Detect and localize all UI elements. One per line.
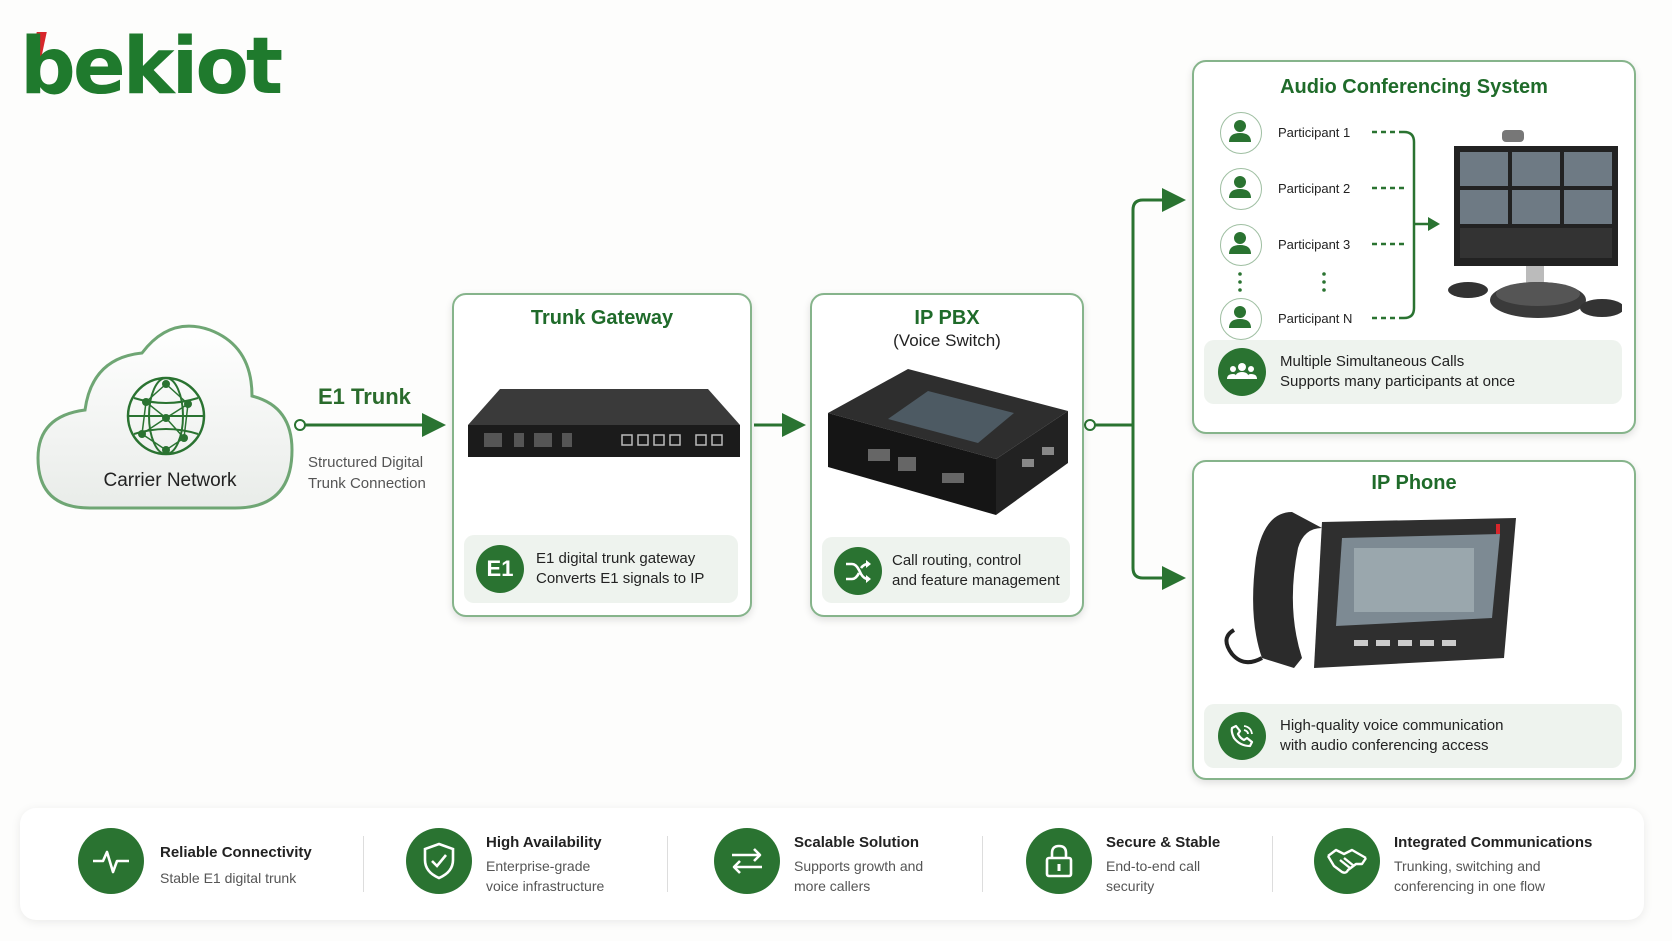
participant-n-avatar-icon (1220, 298, 1262, 340)
feature-4-desc: End-to-end call security (1106, 856, 1200, 896)
feature-5-line1: Trunking, switching and (1394, 858, 1541, 874)
ip-phone-card: IP Phone High-quality voice communicatio… (1192, 460, 1636, 780)
e1-trunk-title: E1 Trunk (318, 384, 411, 409)
trunk-gateway-info-text: E1 digital trunk gateway Converts E1 sig… (536, 549, 704, 589)
feature-4-line2: security (1106, 878, 1155, 894)
conferencing-info: Multiple Simultaneous Calls Supports man… (1204, 340, 1622, 404)
feature-2-desc: Enterprise-grade voice infrastructure (486, 856, 604, 896)
ip-pbx-info: Call routing, control and feature manage… (822, 537, 1070, 603)
handshake-icon (1314, 828, 1380, 894)
feature-divider (363, 836, 364, 892)
feature-divider (667, 836, 668, 892)
group-users-icon (1218, 348, 1266, 396)
feature-2-line2: voice infrastructure (486, 878, 605, 894)
feature-3-desc: Supports growth and more callers (794, 856, 923, 896)
ip-pbx-info-text: Call routing, control and feature manage… (892, 551, 1060, 591)
trunk-gateway-info-line2: Converts E1 signals to IP (536, 570, 705, 587)
feature-4-line1: End-to-end call (1106, 858, 1201, 874)
feature-5-desc: Trunking, switching and conferencing in … (1394, 856, 1545, 896)
trunk-gateway-info: E1 E1 digital trunk gateway Converts E1 … (464, 535, 738, 603)
participant-3-avatar-icon (1220, 224, 1262, 266)
trunk-gateway-device (468, 389, 740, 457)
conferencing-info-text: Multiple Simultaneous Calls Supports man… (1280, 352, 1515, 392)
feature-3-title: Scalable Solution (794, 834, 920, 851)
participant-n-label: Participant N (1278, 311, 1353, 326)
ip-phone-info-line2: with audio conferencing access (1280, 737, 1489, 754)
shuffle-routing-icon (834, 547, 882, 595)
ip-pbx-info-line2: and feature management (892, 572, 1060, 589)
audio-conferencing-card: Audio Conferencing System Participant 1 … (1192, 60, 1636, 434)
trunk-gateway-title: Trunk Gateway (530, 307, 674, 329)
feature-integrated-communications: Integrated Communications Trunking, swit… (1314, 808, 1634, 920)
e1-trunk-subtitle-line2: Trunk Connection (308, 475, 426, 492)
feature-reliable-connectivity: Reliable Connectivity Stable E1 digital … (78, 808, 358, 920)
ip-pbx-title: IP PBX (914, 307, 980, 329)
feature-secure-stable: Secure & Stable End-to-end call security (1026, 808, 1266, 920)
feature-2-title: High Availability (486, 834, 602, 851)
participant-1-avatar-icon (1220, 112, 1262, 154)
feature-4-title: Secure & Stable (1106, 834, 1221, 851)
feature-1-title: Reliable Connectivity (160, 844, 312, 861)
participant-2-avatar-icon (1220, 168, 1262, 210)
feature-3-line2: more callers (794, 878, 871, 894)
e1-trunk-subtitle: Structured Digital Trunk Connection (308, 452, 468, 494)
shield-check-icon (406, 828, 472, 894)
lock-icon (1026, 828, 1092, 894)
feature-divider (1272, 836, 1273, 892)
participant-figures (1229, 120, 1251, 328)
conference-display-equipment (1448, 130, 1622, 318)
ip-phone-title: IP Phone (1371, 472, 1457, 494)
ip-phone-info: High-quality voice communication with au… (1204, 704, 1622, 768)
feature-scalable-solution: Scalable Solution Supports growth and mo… (714, 808, 984, 920)
pulse-icon (78, 828, 144, 894)
participant-3-label: Participant 3 (1278, 237, 1351, 252)
ip-phone-device (1224, 512, 1516, 668)
ip-phone-info-line1: High-quality voice communication (1280, 717, 1504, 734)
phone-handset-icon (1218, 712, 1266, 760)
feature-1-desc: Stable E1 digital trunk (160, 868, 296, 888)
feature-divider (982, 836, 983, 892)
ip-pbx-device (828, 369, 1068, 515)
feature-1-line1: Stable E1 digital trunk (160, 870, 297, 886)
ip-pbx-info-line1: Call routing, control (892, 552, 1022, 569)
participant-1-label: Participant 1 (1278, 125, 1351, 140)
participant-connector-lines (1238, 130, 1440, 320)
feature-3-line1: Supports growth and (794, 858, 924, 874)
globe-network-icon (126, 376, 206, 456)
swap-arrows-icon (714, 828, 780, 894)
e1-badge-icon: E1 (476, 545, 524, 593)
trunk-gateway-info-line1: E1 digital trunk gateway (536, 550, 696, 567)
conferencing-info-desc: Supports many participants at once (1280, 373, 1516, 390)
e1-trunk-subtitle-line1: Structured Digital (308, 454, 424, 471)
feature-5-title: Integrated Communications (1394, 834, 1593, 851)
feature-2-line1: Enterprise-grade (486, 858, 591, 874)
ip-pbx-subtitle: (Voice Switch) (893, 331, 1001, 350)
feature-high-availability: High Availability Enterprise-grade voice… (406, 808, 676, 920)
brand-logo: bekiot (20, 22, 283, 112)
feature-5-line2: conferencing in one flow (1394, 878, 1545, 894)
conferencing-title: Audio Conferencing System (1280, 76, 1548, 98)
carrier-network-label: Carrier Network (103, 470, 237, 491)
feature-bar: Reliable Connectivity Stable E1 digital … (20, 808, 1644, 920)
conferencing-info-title: Multiple Simultaneous Calls (1280, 353, 1465, 370)
ip-pbx-card: IP PBX (Voice Switch) Call routing, cont… (810, 293, 1084, 617)
ip-phone-info-text: High-quality voice communication with au… (1280, 716, 1503, 756)
trunk-gateway-card: Trunk Gateway E1 E1 digital trunk gatewa… (452, 293, 752, 617)
participant-2-label: Participant 2 (1278, 181, 1351, 196)
